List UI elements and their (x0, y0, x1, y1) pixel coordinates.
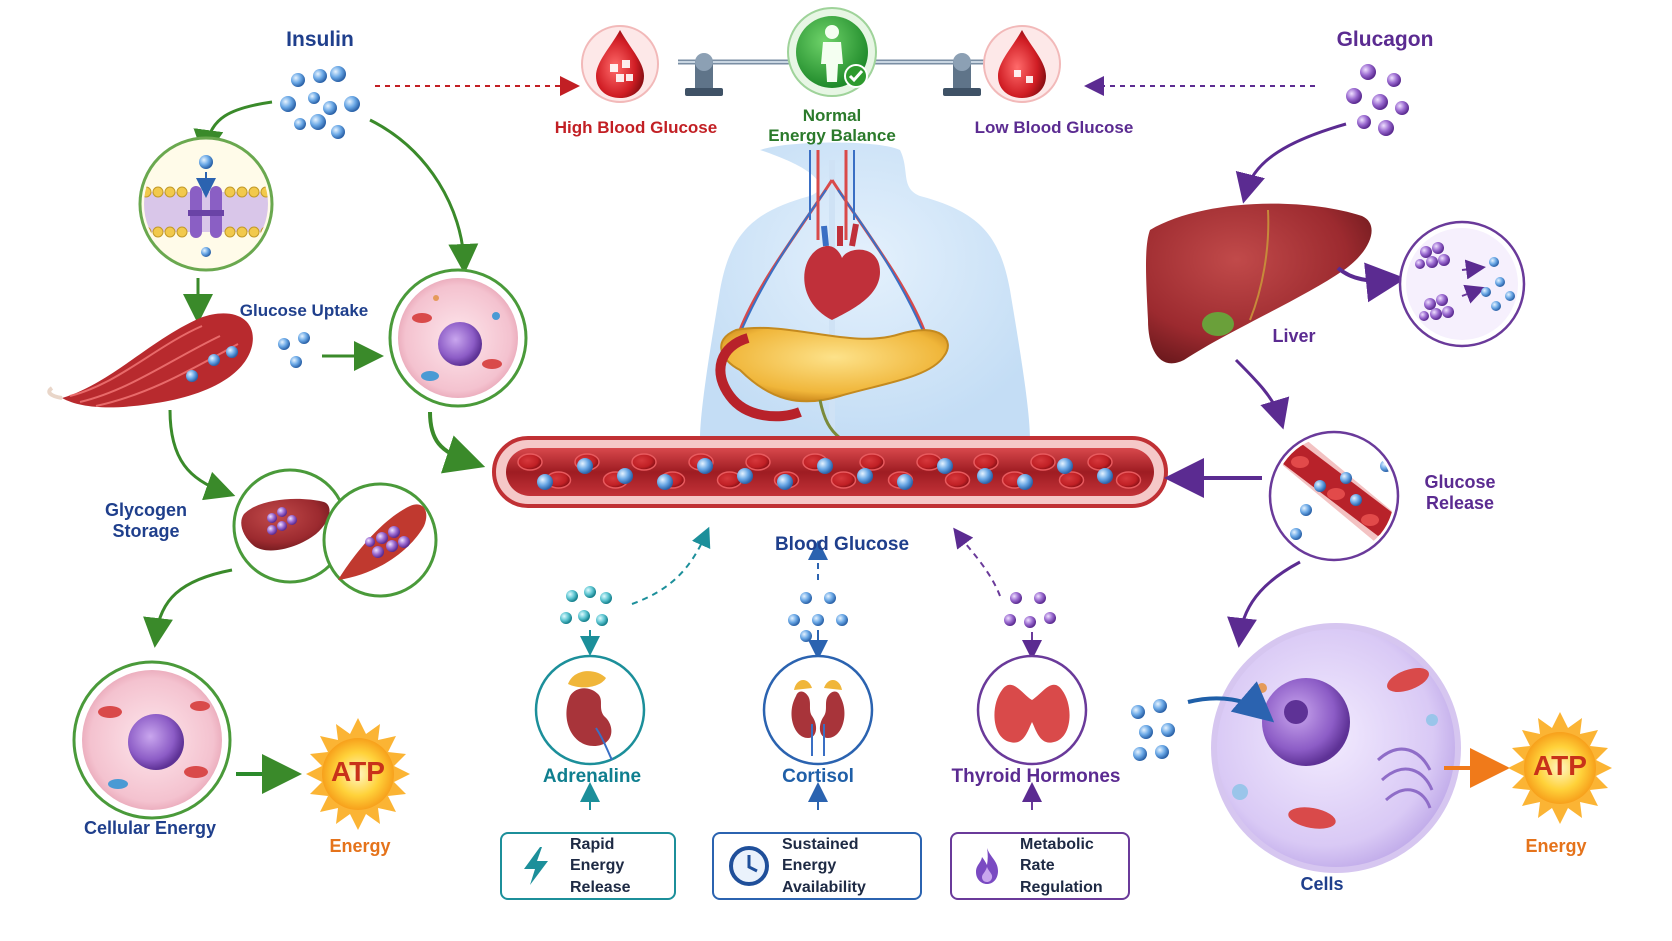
glucose-release-label: Glucose Release (1424, 472, 1495, 513)
flame-icon (976, 848, 998, 884)
red-blood-cell (631, 453, 657, 471)
kidneys-icon (762, 654, 874, 766)
thyroid-hormones-label: Thyroid Hormones (951, 766, 1121, 787)
red-blood-cell (944, 471, 971, 489)
metabolic-rate-box: Metabolic Rate Regulation (950, 832, 1130, 900)
atp-label-right: ATP (1533, 750, 1587, 781)
glucose-molecule (777, 474, 793, 490)
glucose-release-vessel-icon (1268, 430, 1400, 562)
body-cell-icon (388, 268, 528, 408)
glycogen-label-line2: Storage (112, 520, 180, 541)
cellular-energy-cell-icon (72, 660, 232, 820)
normal-label-line1: Normal (802, 106, 862, 125)
blood-glucose-molecules (537, 458, 1113, 490)
glucose-molecule (1097, 468, 1113, 484)
glucose-uptake-label: Glucose Uptake (239, 301, 369, 320)
liver-label: Liver (1272, 326, 1316, 346)
membrane-transporter-icon (138, 136, 274, 272)
glycogen-breakdown-icon (1398, 220, 1526, 348)
glucose-release-line2: Release (1425, 492, 1495, 513)
rapid-energy-box: Rapid Energy Release (500, 832, 676, 900)
sustained-energy-line2: Availability (782, 878, 866, 896)
clock-icon (729, 846, 769, 886)
low-glucose-drop-icon (983, 25, 1061, 103)
glucose-molecule (817, 458, 833, 474)
lightning-icon (524, 847, 548, 885)
target-cell-icon (1211, 623, 1461, 873)
glucose-molecule (737, 468, 753, 484)
red-blood-cell (1030, 453, 1056, 471)
glycogen-label-line1: Glycogen (104, 500, 188, 520)
energy-label-right: Energy (1525, 836, 1587, 856)
insulin-label: Insulin (286, 28, 354, 51)
cortisol-molecules-icon (788, 592, 848, 642)
glucose-uptake-molecules (278, 332, 310, 368)
red-blood-cell (859, 453, 885, 471)
glucagon-label: Glucagon (1336, 28, 1434, 51)
liver-icon (1146, 203, 1372, 364)
adrenal-gland-icon (534, 654, 646, 766)
glucose-release-line1: Glucose (1424, 472, 1496, 492)
insulin-molecules-icon (280, 66, 360, 139)
cellular-energy-label: Cellular Energy (83, 818, 217, 838)
pancreas-icon (715, 326, 949, 440)
adrenaline-label: Adrenaline (542, 766, 642, 787)
red-blood-cell (745, 453, 771, 471)
glucose-molecule (577, 458, 593, 474)
low-blood-glucose-label: Low Blood Glucose (974, 118, 1134, 137)
red-blood-cell (1058, 471, 1085, 489)
glucose-molecule (657, 474, 673, 490)
red-blood-cell (1115, 471, 1142, 489)
metabolic-rate-line2: Regulation (1020, 878, 1103, 896)
glycogen-storage-label: Glycogen Storage (105, 500, 187, 541)
cell-entry-glucose-molecules (1131, 699, 1175, 761)
rapid-energy-line2: Release (570, 878, 631, 896)
muscle-icon (47, 313, 253, 408)
glucose-molecule (1017, 474, 1033, 490)
energy-label-left: Energy (329, 836, 391, 856)
thyroid-molecules-icon (1004, 592, 1056, 628)
glucose-molecule (1057, 458, 1073, 474)
glucagon-molecules-icon (1346, 64, 1409, 136)
blood-glucose-label: Blood Glucose (774, 534, 910, 555)
red-blood-cell (830, 471, 857, 489)
glucose-molecule (937, 458, 953, 474)
thyroid-gland-icon (976, 654, 1088, 766)
high-blood-glucose-label: High Blood Glucose (554, 118, 718, 137)
red-blood-cell (517, 453, 543, 471)
normal-balance-person-icon (787, 7, 877, 97)
heart-icon (804, 223, 880, 320)
adrenaline-molecules-icon (560, 586, 612, 626)
glycogen-muscle-icon (322, 482, 438, 598)
red-blood-cell (973, 453, 999, 471)
glucose-molecule (697, 458, 713, 474)
red-blood-cell (1087, 453, 1113, 471)
glucose-molecule (897, 474, 913, 490)
cells-label: Cells (1300, 874, 1344, 894)
atp-sun-icon (306, 718, 410, 830)
normal-energy-balance-label: Normal Energy Balance (768, 106, 896, 145)
sustained-energy-box: Sustained Energy Availability (712, 832, 922, 900)
metabolic-rate-line1: Metabolic Rate (1020, 835, 1094, 875)
atp-sun-right-icon (1508, 712, 1612, 824)
glucose-molecule (857, 468, 873, 484)
glycogen-liver-icon (232, 468, 348, 584)
rapid-energy-line1: Rapid Energy (570, 835, 625, 875)
atp-label-left: ATP (331, 756, 385, 787)
glucose-molecule (537, 474, 553, 490)
glucose-molecule (617, 468, 633, 484)
cortisol-label: Cortisol (782, 766, 854, 787)
high-glucose-drop-icon (581, 25, 659, 103)
sustained-energy-line1: Sustained Energy (782, 835, 859, 875)
normal-label-line2: Energy Balance (768, 125, 896, 145)
glucose-molecule (977, 468, 993, 484)
